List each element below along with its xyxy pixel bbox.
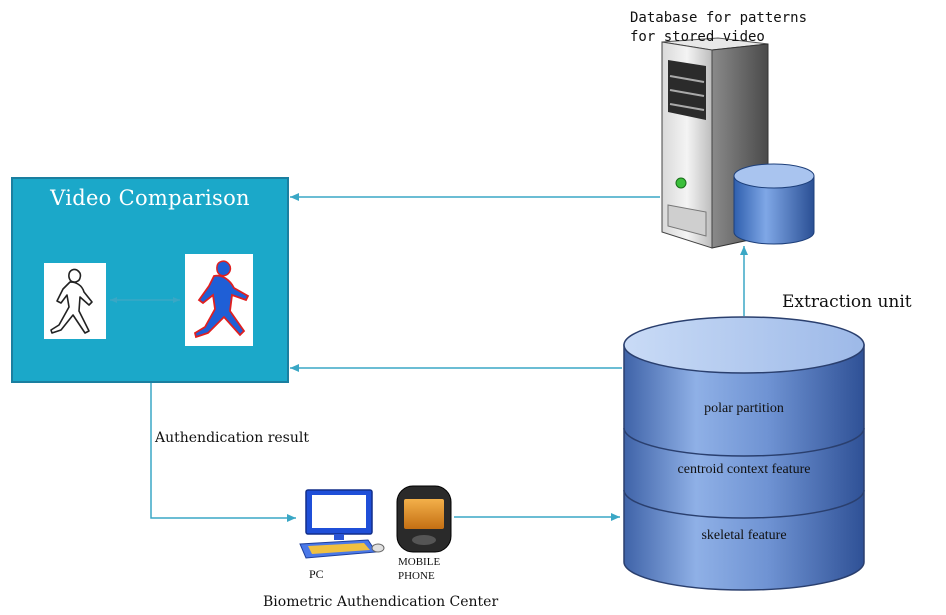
layer-skeletal-feature: skeletal feature: [701, 528, 787, 543]
walking-silhouette-outline-icon: [50, 268, 93, 334]
center-label: Biometric Authendication Center: [263, 594, 499, 610]
pc-label: PC: [309, 567, 324, 581]
phone-label-line2: PHONE: [398, 570, 435, 582]
arrow-result-to-pc: [150, 383, 296, 522]
database-caption-line2: for stored video: [630, 29, 765, 45]
database-caption-line1: Database for patterns: [630, 10, 808, 26]
small-database-icon: [733, 163, 815, 245]
extraction-unit-cylinder: [623, 316, 865, 591]
mobile-phone-icon: [396, 485, 452, 553]
layer-polar-partition: polar partition: [704, 401, 784, 416]
pc-icon: [299, 489, 385, 559]
layer-centroid-context-feature: centroid context feature: [677, 462, 811, 477]
phone-label-line1: MOBILE: [398, 556, 441, 568]
video-comparison-title: Video Comparison: [50, 186, 250, 210]
auth-result-label: Authendication result: [155, 430, 309, 446]
extraction-unit-title: Extraction unit: [782, 292, 912, 312]
walking-silhouette-skeleton-icon: [193, 260, 250, 339]
